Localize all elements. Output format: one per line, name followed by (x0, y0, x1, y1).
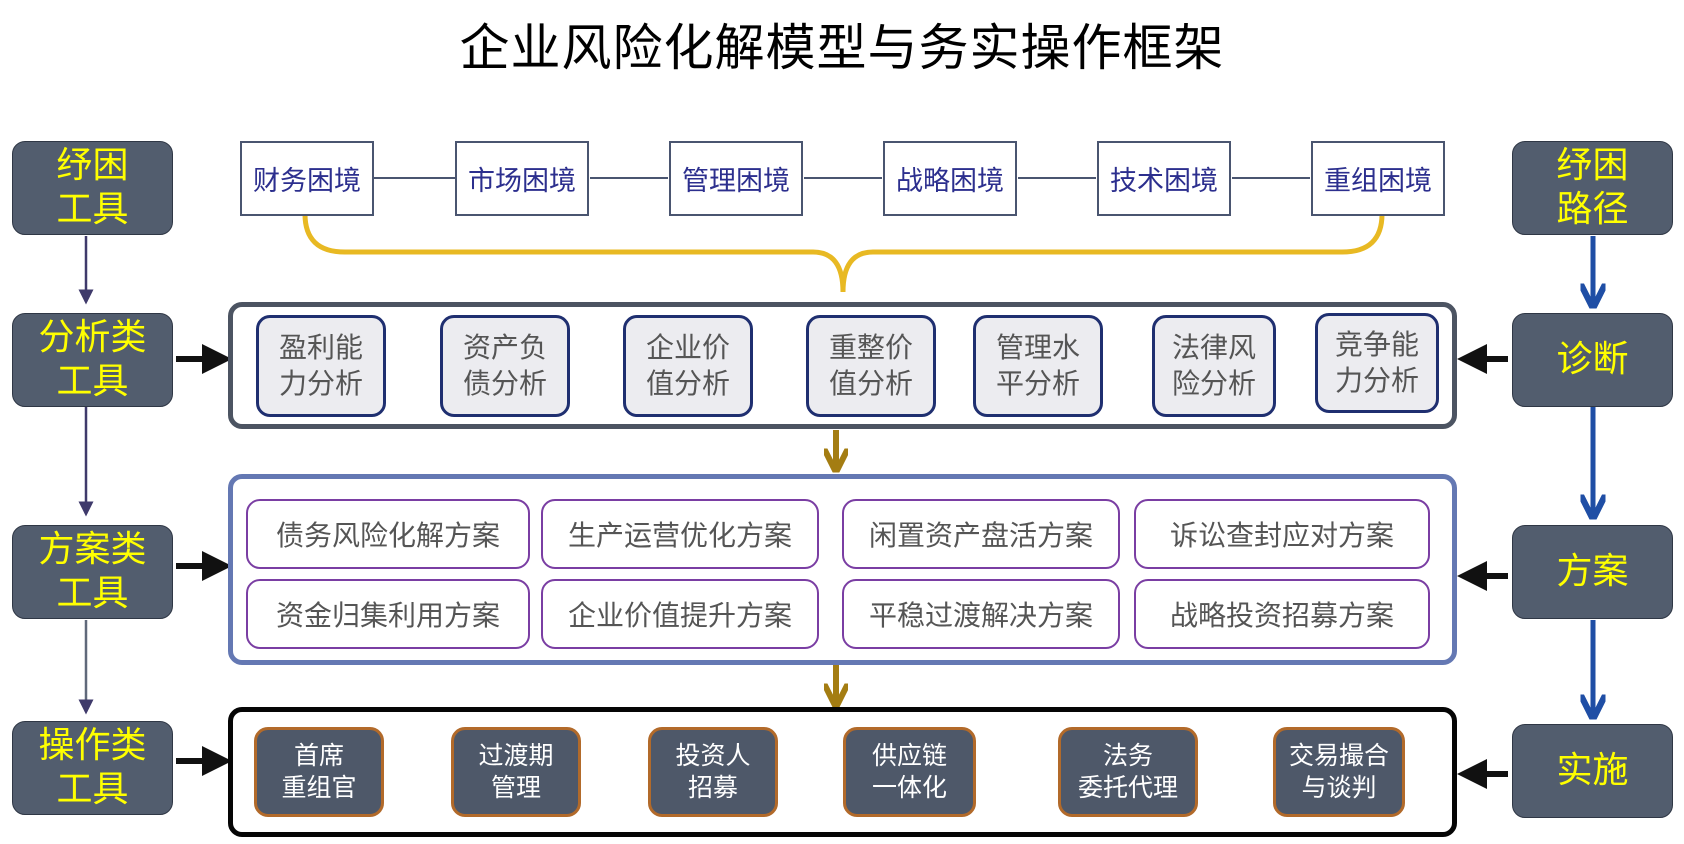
analysis-enterprise-value: 企业价 值分析 (623, 315, 753, 417)
right-path-plan: 方案 (1512, 525, 1673, 619)
operation-supply-chain: 供应链 一体化 (843, 727, 976, 817)
operation-frame (228, 707, 1457, 837)
difficulty-restructuring: 重组困境 (1311, 141, 1445, 216)
left-input-arrows (176, 344, 232, 776)
operation-transition-management: 过渡期 管理 (451, 727, 581, 817)
left-tool-analysis: 分析类 工具 (12, 313, 173, 407)
analysis-restructuring-value: 重整价 值分析 (806, 315, 936, 417)
difficulty-strategic: 战略困境 (883, 141, 1017, 216)
plan-item: 债务风险化解方案 (246, 499, 530, 569)
difficulty-technical: 技术困境 (1097, 141, 1231, 216)
left-tool-plan: 方案类 工具 (12, 525, 173, 619)
difficulty-management: 管理困境 (669, 141, 803, 216)
plan-item: 资金归集利用方案 (246, 579, 530, 649)
plan-item: 战略投资招募方案 (1134, 579, 1430, 649)
analysis-balance-sheet: 资产负 债分析 (440, 315, 570, 417)
left-tool-operation: 操作类 工具 (12, 721, 173, 815)
brace (302, 213, 1385, 293)
analysis-management-level: 管理水 平分析 (973, 315, 1103, 417)
operation-chief-restructuring-officer: 首席 重组官 (254, 727, 384, 817)
right-path-implement: 实施 (1512, 724, 1673, 818)
page-title: 企业风险化解模型与务实操作框架 (459, 19, 1225, 77)
analysis-competitiveness: 竞争能 力分析 (1315, 313, 1439, 413)
right-path-diagnosis: 诊断 (1512, 313, 1673, 407)
plan-item: 平稳过渡解决方案 (842, 579, 1120, 649)
right-input-arrows (1457, 344, 1508, 789)
operation-legal-agency: 法务 委托代理 (1058, 727, 1198, 817)
plan-item: 诉讼查封应对方案 (1134, 499, 1430, 569)
left-tool-relief: 纾困 工具 (12, 141, 173, 235)
plan-item: 企业价值提升方案 (541, 579, 819, 649)
difficulty-financial: 财务困境 (240, 141, 374, 216)
right-path-relief: 纾困 路径 (1512, 141, 1673, 235)
operation-deal-negotiation: 交易撮合 与谈判 (1273, 727, 1405, 817)
plan-item: 闲置资产盘活方案 (842, 499, 1120, 569)
analysis-profitability: 盈利能 力分析 (256, 315, 386, 417)
analysis-legal-risk: 法律风 险分析 (1152, 315, 1276, 417)
difficulty-market: 市场困境 (455, 141, 589, 216)
operation-investor-recruitment: 投资人 招募 (648, 727, 778, 817)
plan-item: 生产运营优化方案 (541, 499, 819, 569)
